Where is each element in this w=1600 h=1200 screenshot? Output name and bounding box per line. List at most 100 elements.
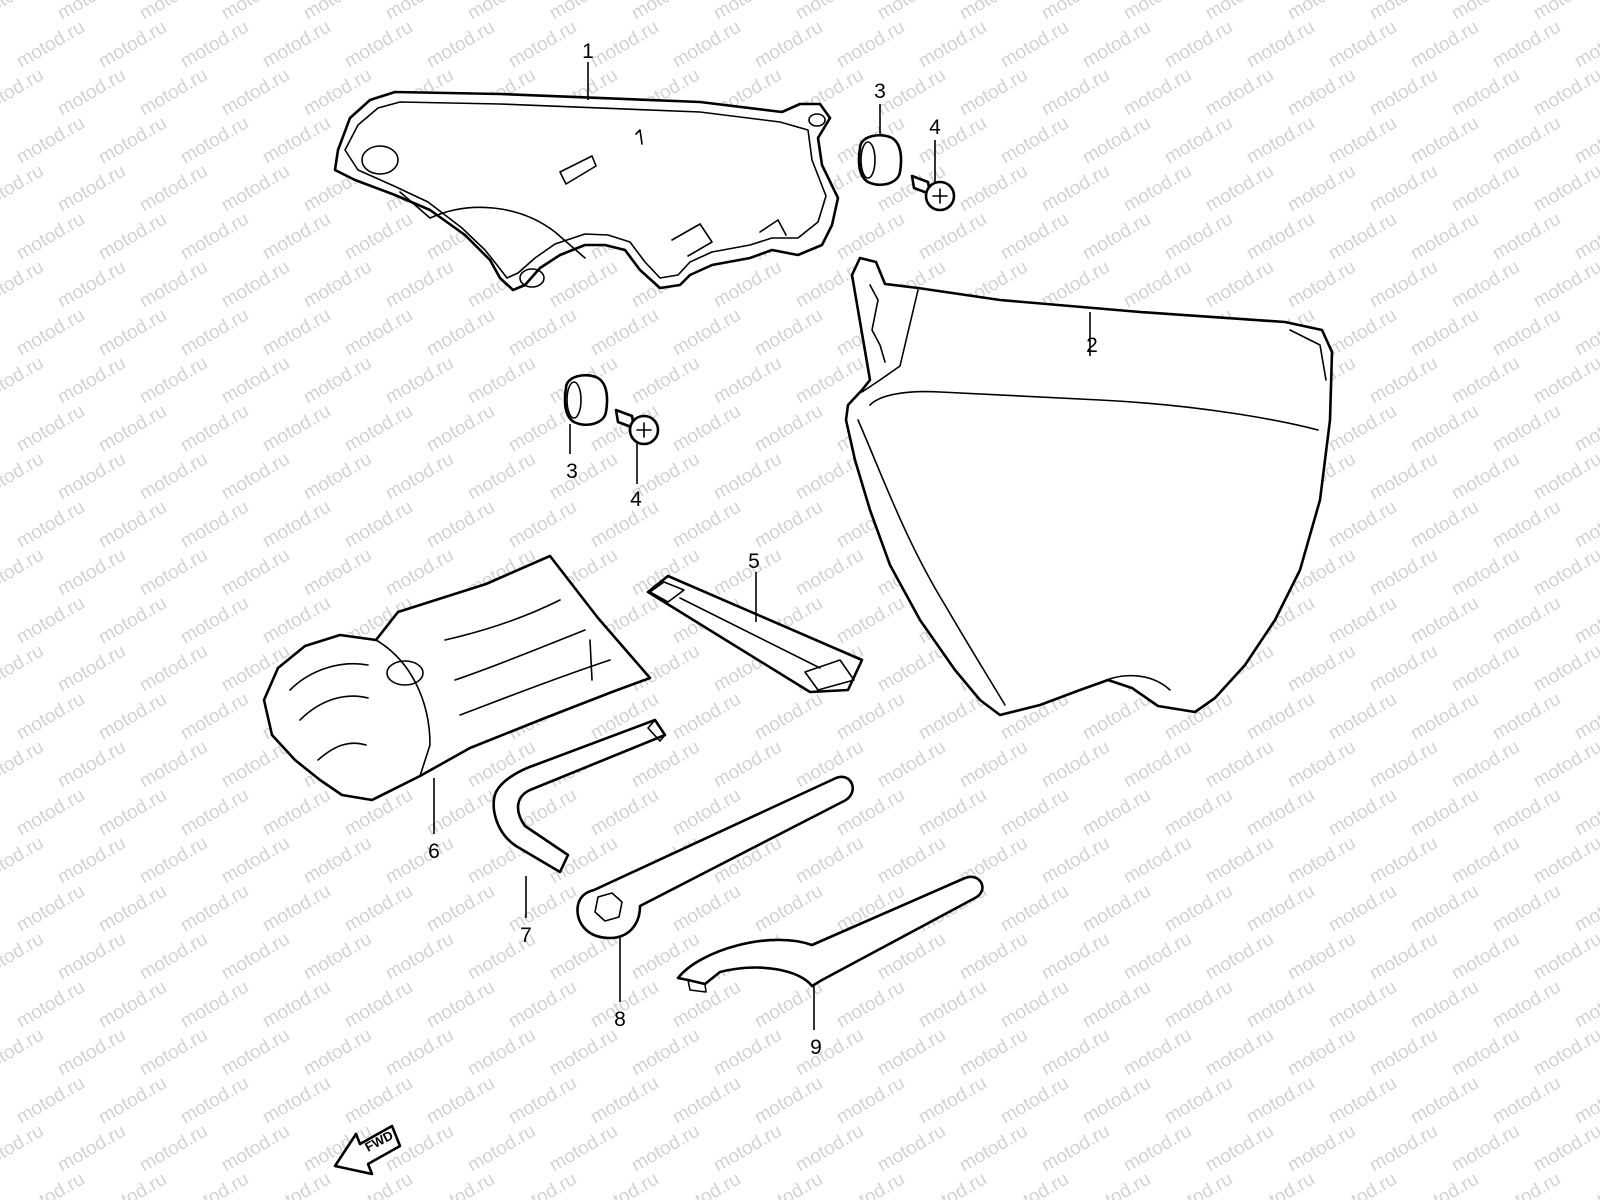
watermark-text: motod.ru (0, 737, 47, 793)
callout-8: 8 (614, 1008, 626, 1031)
watermark-text: motod.ru (1284, 737, 1359, 793)
watermark-text: motod.ru (218, 257, 293, 313)
fwd-direction-arrow: FWD (333, 1124, 402, 1176)
watermark-text: motod.ru (956, 929, 1031, 985)
watermark-text: motod.ru (1202, 65, 1277, 121)
watermark-text: motod.ru (997, 17, 1072, 73)
watermark-text: motod.ru (259, 497, 334, 553)
part-8-box-wrench[interactable] (576, 775, 854, 940)
part-5-strap[interactable] (646, 574, 864, 694)
watermark-text: motod.ru (1325, 209, 1400, 265)
watermark-text: motod.ru (54, 929, 129, 985)
watermark-text: motod.ru (1243, 785, 1318, 841)
watermark-text: motod.ru (218, 1025, 293, 1081)
watermark-text: motod.ru (1448, 833, 1523, 889)
watermark-text: motod.ru (915, 209, 990, 265)
watermark-text: motod.ru (136, 833, 211, 889)
watermark-text: motod.ru (136, 257, 211, 313)
part-2-side-cover-right[interactable] (844, 256, 1334, 717)
part-6-tool-bag[interactable] (262, 554, 652, 802)
watermark-text: motod.ru (95, 305, 170, 361)
part-7-hex-key[interactable] (492, 718, 667, 874)
watermark-text: motod.ru (341, 401, 416, 457)
part-9-hook-spanner[interactable] (676, 875, 984, 993)
watermark-text: motod.ru (423, 881, 498, 937)
watermark-text: motod.ru (997, 1169, 1072, 1200)
watermark-text: motod.ru (382, 449, 457, 505)
watermark-text: motod.ru (54, 1025, 129, 1081)
watermark-text: motod.ru (1489, 689, 1564, 745)
watermark-text: motod.ru (1448, 65, 1523, 121)
watermark-text: motod.ru (177, 17, 252, 73)
watermark-text: motod.ru (1407, 977, 1482, 1033)
watermark-text: motod.ru (423, 977, 498, 1033)
watermark-text: motod.ru (1284, 929, 1359, 985)
watermark-text: motod.ru (218, 0, 293, 24)
watermark-text: motod.ru (423, 401, 498, 457)
watermark-text: motod.ru (669, 305, 744, 361)
watermark-text: motod.ru (1571, 593, 1600, 649)
watermark-text: motod.ru (1530, 929, 1600, 985)
watermark-text: motod.ru (1325, 785, 1400, 841)
watermark-text: motod.ru (13, 977, 88, 1033)
part-3-grommet-upper[interactable] (857, 134, 903, 186)
watermark-text: motod.ru (1366, 65, 1441, 121)
watermark-text: motod.ru (0, 161, 47, 217)
watermark-text: motod.ru (1325, 113, 1400, 169)
watermark-text: motod.ru (1161, 977, 1236, 1033)
watermark-text: motod.ru (1366, 1025, 1441, 1081)
watermark-text: motod.ru (95, 1169, 170, 1200)
watermark-text: motod.ru (1448, 161, 1523, 217)
watermark-text: motod.ru (341, 1169, 416, 1200)
watermark-text: motod.ru (464, 449, 539, 505)
watermark-text: motod.ru (13, 17, 88, 73)
watermark-text: motod.ru (1489, 881, 1564, 937)
watermark-text: motod.ru (300, 833, 375, 889)
part-4-screw-upper[interactable] (910, 174, 956, 212)
watermark-text: motod.ru (915, 1169, 990, 1200)
watermark-text: motod.ru (710, 737, 785, 793)
watermark-text: motod.ru (874, 1025, 949, 1081)
watermark-text: motod.ru (1325, 1073, 1400, 1129)
watermark-text: motod.ru (915, 1073, 990, 1129)
watermark-text: motod.ru (505, 17, 580, 73)
watermark-text: motod.ru (177, 1073, 252, 1129)
watermark-text: motod.ru (1325, 977, 1400, 1033)
watermark-text: motod.ru (1243, 689, 1318, 745)
watermark-text: motod.ru (382, 353, 457, 409)
watermark-text: motod.ru (997, 785, 1072, 841)
watermark-text: motod.ru (136, 161, 211, 217)
part-3-grommet-lower[interactable] (563, 374, 609, 426)
watermark-text: motod.ru (382, 0, 457, 24)
watermark-text: motod.ru (1202, 737, 1277, 793)
part-1-side-cover-tray[interactable] (333, 90, 840, 292)
watermark-text: motod.ru (136, 1025, 211, 1081)
watermark-text: motod.ru (710, 353, 785, 409)
watermark-text: motod.ru (1284, 65, 1359, 121)
watermark-text: motod.ru (95, 785, 170, 841)
watermark-text: motod.ru (0, 257, 47, 313)
watermark-text: motod.ru (1202, 929, 1277, 985)
watermark-text: motod.ru (259, 881, 334, 937)
watermark-text: motod.ru (1407, 689, 1482, 745)
watermark-text: motod.ru (95, 689, 170, 745)
watermark-text: motod.ru (54, 257, 129, 313)
watermark-text: motod.ru (1571, 977, 1600, 1033)
watermark-text: motod.ru (1530, 257, 1600, 313)
watermark-text: motod.ru (1571, 17, 1600, 73)
watermark-text: motod.ru (1325, 1169, 1400, 1200)
watermark-text: motod.ru (1038, 929, 1113, 985)
watermark-text: motod.ru (751, 881, 826, 937)
watermark-text: motod.ru (54, 0, 129, 24)
watermark-text: motod.ru (1038, 0, 1113, 24)
watermark-text: motod.ru (1530, 161, 1600, 217)
watermark-text: motod.ru (833, 593, 908, 649)
part-4-screw-lower[interactable] (614, 408, 660, 446)
watermark-text: motod.ru (833, 689, 908, 745)
watermark-text: motod.ru (1489, 17, 1564, 73)
watermark-text: motod.ru (1325, 401, 1400, 457)
watermark-text: motod.ru (915, 785, 990, 841)
watermark-text: motod.ru (669, 401, 744, 457)
watermark-text: motod.ru (1489, 1169, 1564, 1200)
